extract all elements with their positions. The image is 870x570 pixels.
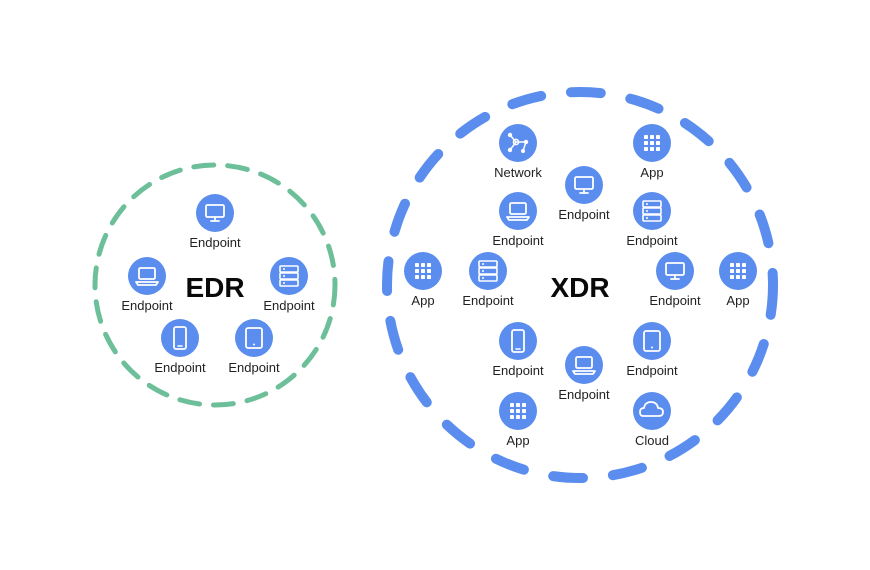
laptop-icon xyxy=(506,202,530,221)
node-circle xyxy=(469,252,507,290)
edr-node-endpoint: Endpoint xyxy=(228,319,280,375)
xdr-node-app: App xyxy=(633,124,671,180)
xdr-node-endpoint: Endpoint xyxy=(626,192,678,248)
node-circle xyxy=(499,322,537,360)
server-icon xyxy=(642,200,662,222)
xdr-node-app: App xyxy=(404,252,442,308)
node-label: App xyxy=(640,165,663,180)
xdr-node-endpoint: Endpoint xyxy=(626,322,678,378)
monitor-icon xyxy=(205,204,225,222)
cloud-icon xyxy=(639,401,664,417)
phone-icon xyxy=(511,329,525,353)
app-grid-icon xyxy=(644,135,660,151)
node-circle xyxy=(499,192,537,230)
node-label: Endpoint xyxy=(154,360,206,375)
tablet-icon xyxy=(643,330,661,352)
xdr-node-endpoint: Endpoint xyxy=(558,166,610,222)
server-icon xyxy=(478,260,498,282)
xdr-title: XDR xyxy=(550,272,609,303)
edr-node-endpoint: Endpoint xyxy=(121,257,173,313)
edr-node-endpoint: Endpoint xyxy=(189,194,241,250)
node-label: Endpoint xyxy=(492,363,544,378)
node-circle xyxy=(656,252,694,290)
laptop-icon xyxy=(135,267,159,286)
node-label: Cloud xyxy=(635,433,669,448)
xdr-node-app: App xyxy=(719,252,757,308)
node-label: Endpoint xyxy=(189,235,241,250)
xdr-node-endpoint: Endpoint xyxy=(492,192,544,248)
node-label: Endpoint xyxy=(558,207,610,222)
node-label: Endpoint xyxy=(121,298,173,313)
tablet-icon xyxy=(245,327,263,349)
xdr-node-endpoint: Endpoint xyxy=(462,252,514,308)
node-circle xyxy=(128,257,166,295)
xdr-node-endpoint: Endpoint xyxy=(649,252,701,308)
node-label: Endpoint xyxy=(228,360,280,375)
monitor-icon xyxy=(574,176,594,194)
edr-node-endpoint: Endpoint xyxy=(154,319,206,375)
xdr-node-endpoint: Endpoint xyxy=(558,346,610,402)
app-grid-icon xyxy=(730,263,746,279)
node-circle xyxy=(633,322,671,360)
xdr-node-cloud: Cloud xyxy=(633,392,671,448)
edr-node-endpoint: Endpoint xyxy=(263,257,315,313)
node-label: App xyxy=(726,293,749,308)
xdr-node-endpoint: Endpoint xyxy=(492,322,544,378)
node-circle xyxy=(565,166,603,204)
node-label: App xyxy=(411,293,434,308)
node-circle xyxy=(196,194,234,232)
node-label: Endpoint xyxy=(626,363,678,378)
node-label: Endpoint xyxy=(649,293,701,308)
node-circle xyxy=(633,192,671,230)
node-label: Endpoint xyxy=(492,233,544,248)
node-circle xyxy=(161,319,199,357)
node-circle xyxy=(565,346,603,384)
laptop-icon xyxy=(572,356,596,375)
network-icon xyxy=(507,132,529,153)
app-grid-icon xyxy=(415,263,431,279)
edr-group: EDR Endpoint Endpoint Endpoint Endpoint … xyxy=(92,162,338,408)
node-label: App xyxy=(506,433,529,448)
node-label: Endpoint xyxy=(626,233,678,248)
node-circle xyxy=(235,319,273,357)
edr-ring xyxy=(92,162,338,408)
node-label: Endpoint xyxy=(558,387,610,402)
app-grid-icon xyxy=(510,403,526,419)
server-icon xyxy=(279,265,299,287)
xdr-node-network: Network xyxy=(494,124,542,180)
node-label: Network xyxy=(494,165,542,180)
edr-title: EDR xyxy=(185,272,244,303)
node-label: Endpoint xyxy=(263,298,315,313)
phone-icon xyxy=(173,326,187,350)
node-label: Endpoint xyxy=(462,293,514,308)
edr-nodes: Endpoint Endpoint Endpoint Endpoint Endp… xyxy=(121,194,315,375)
xdr-node-app: App xyxy=(499,392,537,448)
xdr-ring xyxy=(382,87,778,483)
node-circle xyxy=(633,392,671,430)
monitor-icon xyxy=(665,262,685,280)
node-circle xyxy=(270,257,308,295)
